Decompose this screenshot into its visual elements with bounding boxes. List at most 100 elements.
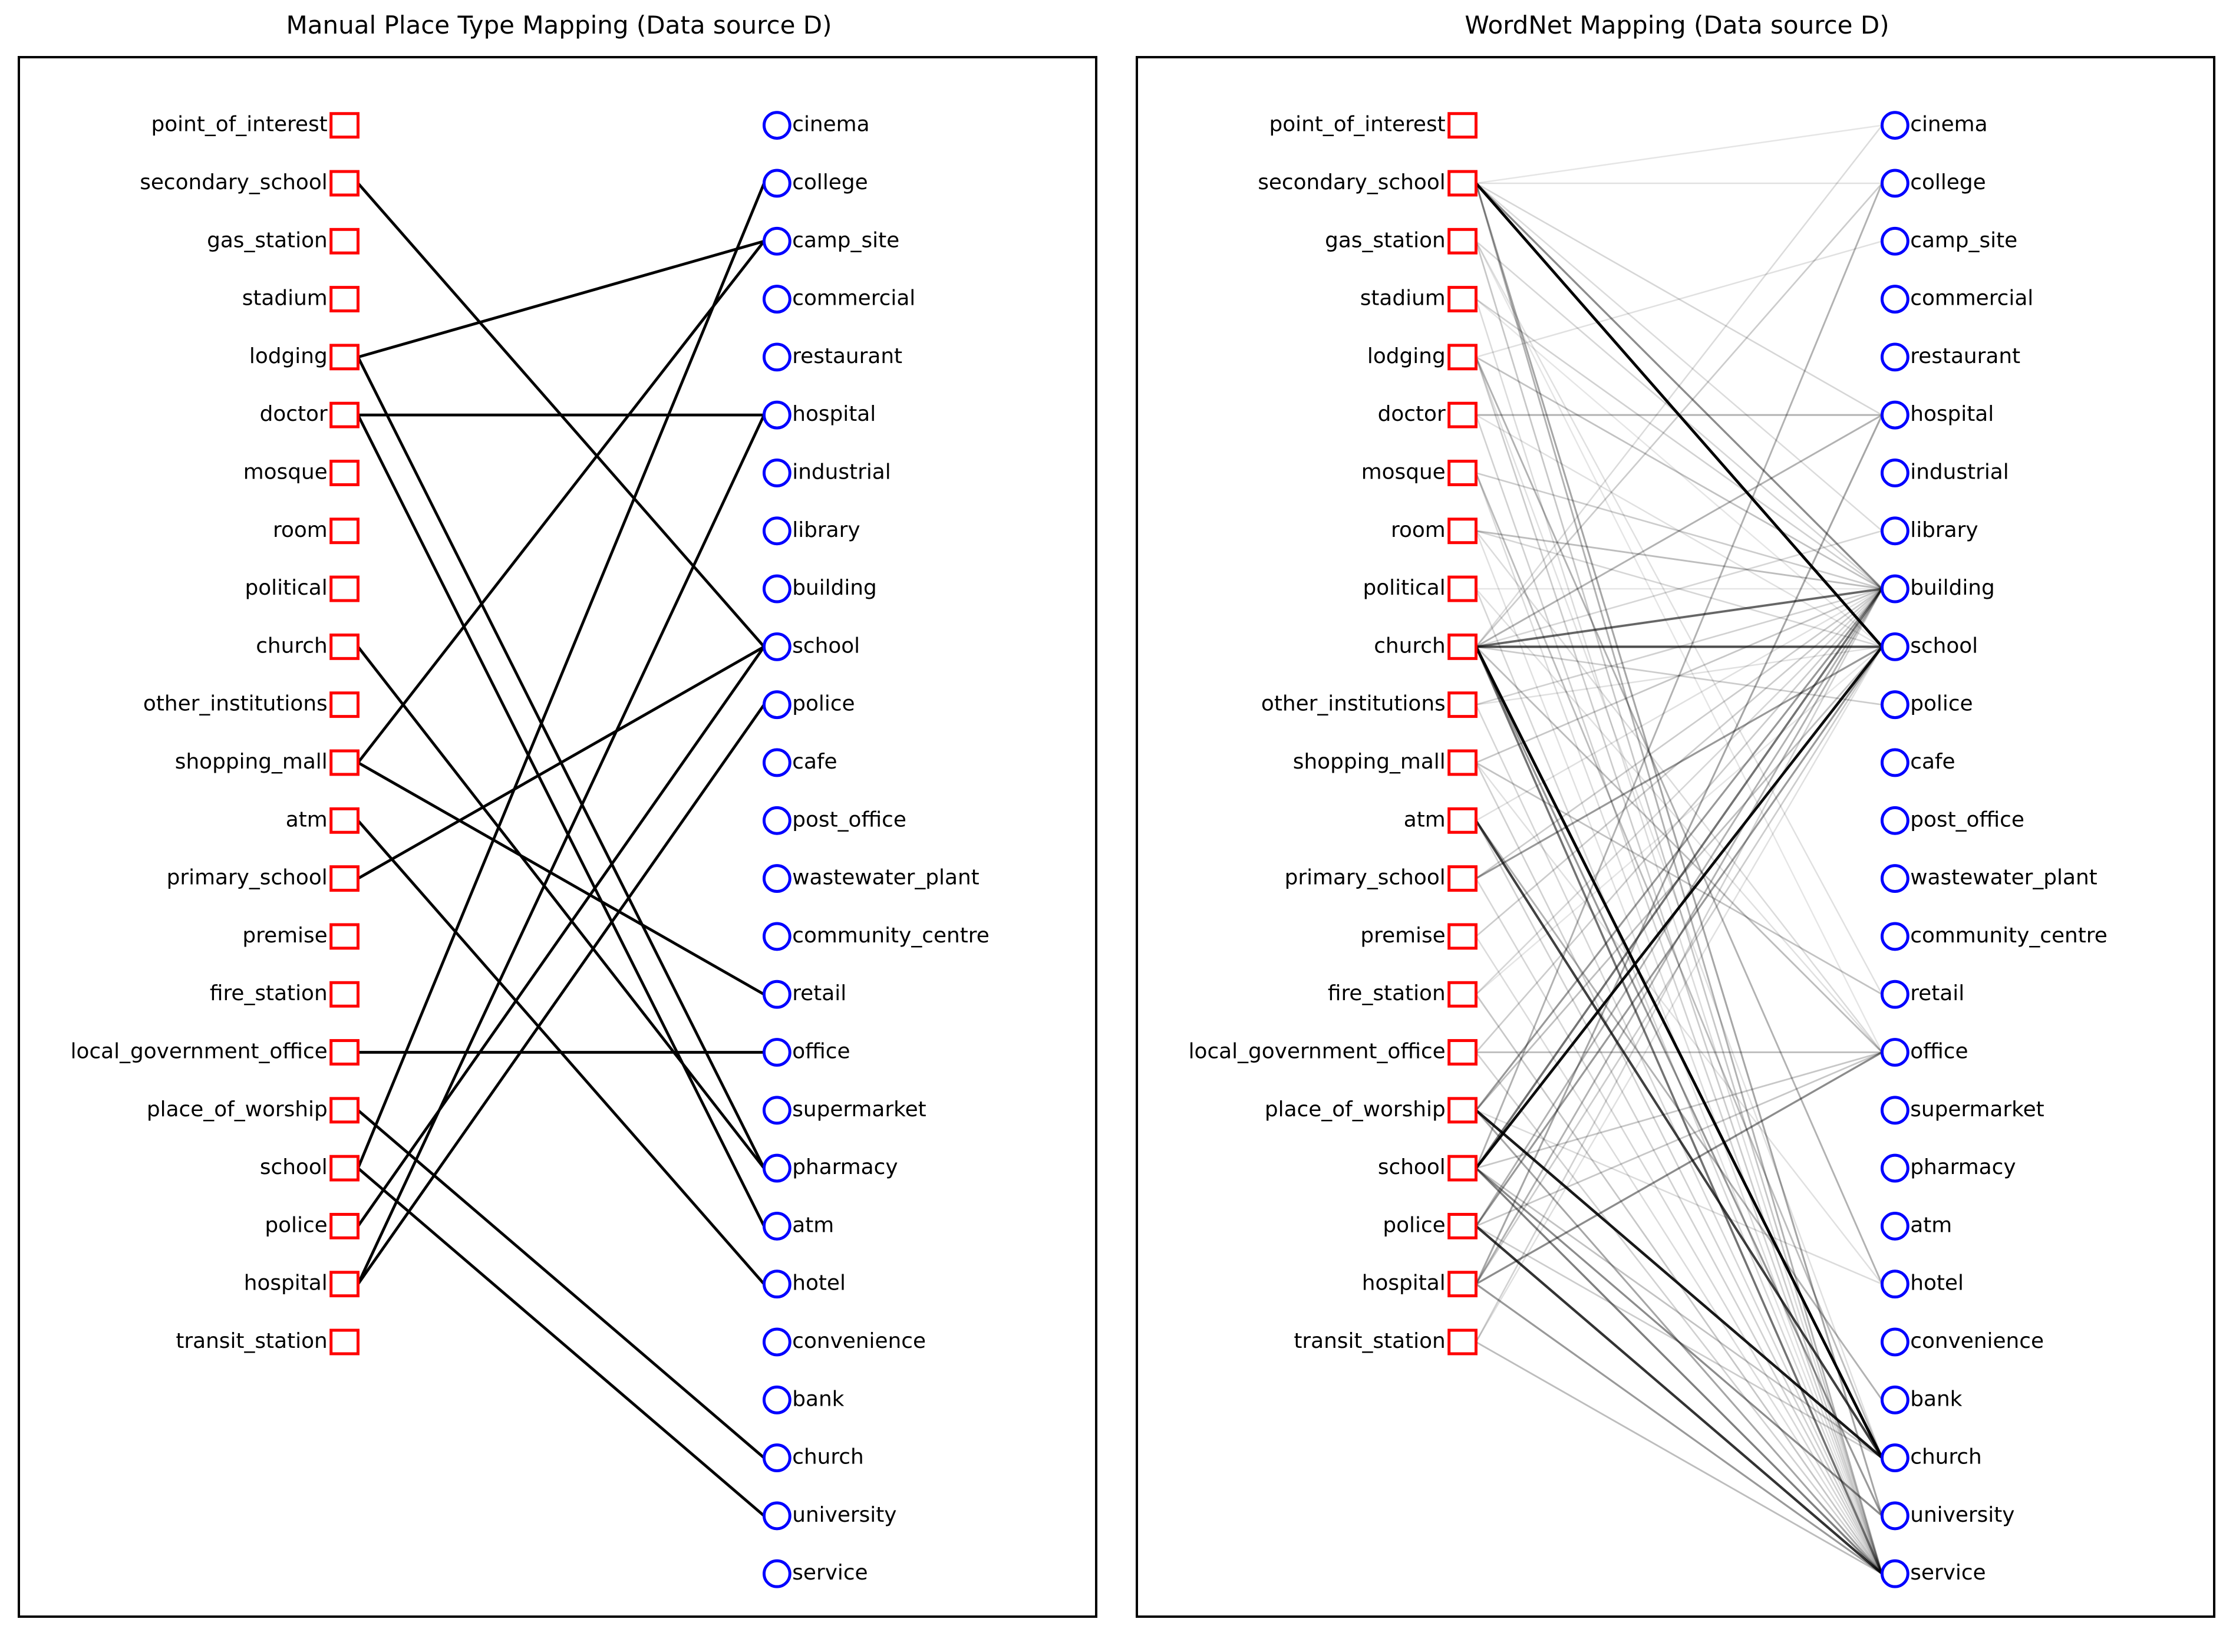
left-node-square[interactable] — [1447, 1328, 1478, 1356]
right-node-circle[interactable] — [762, 342, 791, 372]
right-node-circle[interactable] — [1880, 1501, 1909, 1531]
left-node-square[interactable] — [329, 807, 360, 834]
left-node-square[interactable] — [329, 170, 360, 197]
right-node-circle[interactable] — [762, 1327, 791, 1357]
left-node-square[interactable] — [329, 1039, 360, 1066]
left-node-square[interactable] — [1447, 807, 1478, 834]
left-node-square[interactable] — [1447, 401, 1478, 428]
right-node-circle[interactable] — [762, 226, 791, 256]
right-node-circle[interactable] — [762, 864, 791, 893]
left-node-square[interactable] — [1447, 749, 1478, 776]
left-node-square[interactable] — [329, 923, 360, 950]
right-node-circle[interactable] — [1880, 1038, 1909, 1067]
left-node-square[interactable] — [1447, 923, 1478, 950]
right-node-circle[interactable] — [762, 632, 791, 661]
right-node-circle[interactable] — [1880, 1269, 1909, 1299]
right-node-circle[interactable] — [1880, 574, 1909, 604]
left-node-square[interactable] — [329, 633, 360, 660]
right-node-circle[interactable] — [1880, 980, 1909, 1009]
right-node-circle[interactable] — [762, 1559, 791, 1588]
left-node-square[interactable] — [1447, 460, 1478, 486]
right-node-circle[interactable] — [762, 1211, 791, 1241]
right-node-circle[interactable] — [762, 1385, 791, 1414]
left-node-square[interactable] — [1447, 1039, 1478, 1066]
bipartite-graph-wordnet[interactable]: point_of_interestsecondary_schoolgas_sta… — [1138, 58, 2213, 1615]
right-node-circle[interactable] — [762, 1443, 791, 1473]
right-node-circle[interactable] — [762, 516, 791, 546]
right-node-circle[interactable] — [1880, 1385, 1909, 1414]
right-node-circle[interactable] — [762, 574, 791, 604]
bipartite-graph-manual[interactable]: point_of_interestsecondary_schoolgas_sta… — [20, 58, 1095, 1615]
right-node-circle[interactable] — [1880, 806, 1909, 835]
right-node-circle[interactable] — [1880, 342, 1909, 372]
left-node-square[interactable] — [1447, 112, 1478, 139]
left-node-square[interactable] — [1447, 865, 1478, 892]
left-node-square[interactable] — [1447, 1271, 1478, 1298]
right-node-circle[interactable] — [1880, 1153, 1909, 1183]
right-node-circle[interactable] — [762, 922, 791, 951]
right-node-circle[interactable] — [1880, 1443, 1909, 1473]
right-node-circle[interactable] — [762, 285, 791, 314]
left-node-square[interactable] — [329, 865, 360, 892]
left-node-square[interactable] — [329, 1271, 360, 1298]
left-node-square[interactable] — [1447, 1097, 1478, 1124]
left-node-square[interactable] — [1447, 286, 1478, 312]
right-node-circle[interactable] — [762, 748, 791, 777]
left-node-square[interactable] — [1447, 633, 1478, 660]
right-node-circle[interactable] — [1880, 516, 1909, 546]
left-node-square[interactable] — [1447, 691, 1478, 718]
right-node-circle[interactable] — [1880, 748, 1909, 777]
right-node-circle[interactable] — [762, 1269, 791, 1299]
left-node-square[interactable] — [329, 1155, 360, 1182]
left-node-square[interactable] — [329, 691, 360, 718]
left-node-square[interactable] — [1447, 575, 1478, 602]
left-node-label: local_government_office — [1189, 1039, 1446, 1063]
right-node-circle[interactable] — [762, 169, 791, 198]
right-node-circle[interactable] — [1880, 864, 1909, 893]
right-node-circle[interactable] — [1880, 226, 1909, 256]
left-node-label: atm — [286, 807, 328, 832]
right-node-circle[interactable] — [762, 459, 791, 487]
right-node-circle[interactable] — [762, 400, 791, 430]
left-node-square[interactable] — [1447, 344, 1478, 371]
left-node-square[interactable] — [329, 1097, 360, 1124]
right-node-circle[interactable] — [762, 980, 791, 1009]
right-node-circle[interactable] — [1880, 459, 1909, 487]
left-node-square[interactable] — [1447, 1155, 1478, 1182]
right-node-circle[interactable] — [1880, 285, 1909, 314]
right-node-circle[interactable] — [762, 806, 791, 835]
left-node-square[interactable] — [329, 460, 360, 486]
right-node-circle[interactable] — [1880, 400, 1909, 430]
left-node-square[interactable] — [329, 286, 360, 312]
right-node-circle[interactable] — [762, 1153, 791, 1183]
left-node-square[interactable] — [329, 401, 360, 428]
left-node-square[interactable] — [329, 517, 360, 545]
left-node-square[interactable] — [1447, 170, 1478, 197]
left-node-square[interactable] — [329, 112, 360, 139]
left-node-square[interactable] — [329, 981, 360, 1008]
right-node-circle[interactable] — [1880, 169, 1909, 198]
left-node-square[interactable] — [329, 749, 360, 776]
right-node-circle[interactable] — [1880, 1096, 1909, 1125]
left-node-square[interactable] — [329, 227, 360, 255]
left-node-square[interactable] — [329, 1212, 360, 1239]
left-node-square[interactable] — [1447, 1212, 1478, 1239]
right-node-circle[interactable] — [1880, 111, 1909, 140]
right-node-circle[interactable] — [1880, 1559, 1909, 1588]
right-node-circle[interactable] — [1880, 690, 1909, 720]
right-node-circle[interactable] — [1880, 922, 1909, 951]
right-node-circle[interactable] — [762, 1501, 791, 1531]
left-node-square[interactable] — [1447, 227, 1478, 255]
left-node-square[interactable] — [329, 1328, 360, 1356]
right-node-circle[interactable] — [1880, 1211, 1909, 1241]
right-node-circle[interactable] — [762, 690, 791, 720]
right-node-circle[interactable] — [1880, 632, 1909, 661]
right-node-circle[interactable] — [1880, 1327, 1909, 1357]
left-node-square[interactable] — [1447, 981, 1478, 1008]
right-node-circle[interactable] — [762, 1038, 791, 1067]
left-node-square[interactable] — [329, 344, 360, 371]
left-node-square[interactable] — [1447, 517, 1478, 545]
left-node-square[interactable] — [329, 575, 360, 602]
right-node-circle[interactable] — [762, 1096, 791, 1125]
right-node-circle[interactable] — [762, 111, 791, 140]
